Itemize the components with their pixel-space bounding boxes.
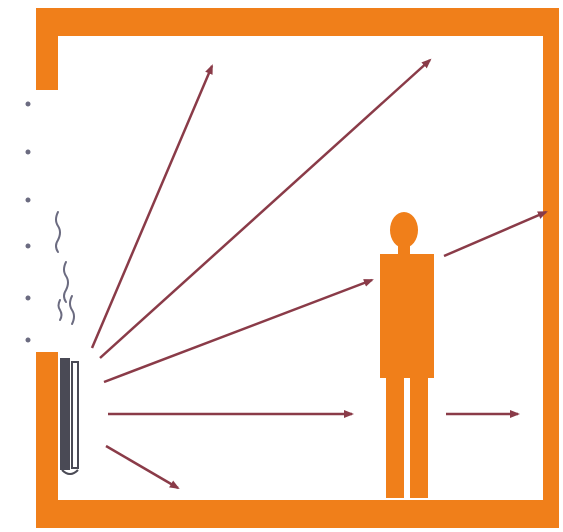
person-head xyxy=(390,212,418,248)
ray-arrow xyxy=(92,66,212,348)
heat-radiation-arrows xyxy=(92,60,546,488)
left-wall-upper xyxy=(36,8,58,90)
heater-body xyxy=(60,358,70,470)
person-torso xyxy=(380,254,434,378)
right-wall xyxy=(543,8,559,528)
air-draft-marks xyxy=(56,212,74,324)
window-opening xyxy=(26,102,31,343)
bottom-wall xyxy=(36,500,559,528)
air-dot xyxy=(26,150,31,155)
draft-squiggle xyxy=(56,212,60,252)
air-dot xyxy=(26,296,31,301)
air-dot xyxy=(26,198,31,203)
draft-squiggle xyxy=(64,262,68,302)
left-wall-lower xyxy=(36,352,58,528)
person-neck xyxy=(398,244,410,254)
ray-arrow xyxy=(444,212,546,256)
air-dot xyxy=(26,102,31,107)
heater-front xyxy=(72,362,78,468)
ray-arrow xyxy=(106,446,178,488)
top-wall xyxy=(36,8,559,36)
heater-pipe xyxy=(62,470,78,474)
person-leg-left xyxy=(386,372,404,498)
air-dot xyxy=(26,244,31,249)
draft-squiggle xyxy=(70,296,74,324)
person-leg-right xyxy=(410,372,428,498)
radiator-heater xyxy=(60,358,78,474)
person-figure xyxy=(380,212,434,498)
draft-squiggle xyxy=(59,300,62,320)
ray-arrow xyxy=(104,280,372,382)
air-dot xyxy=(26,338,31,343)
